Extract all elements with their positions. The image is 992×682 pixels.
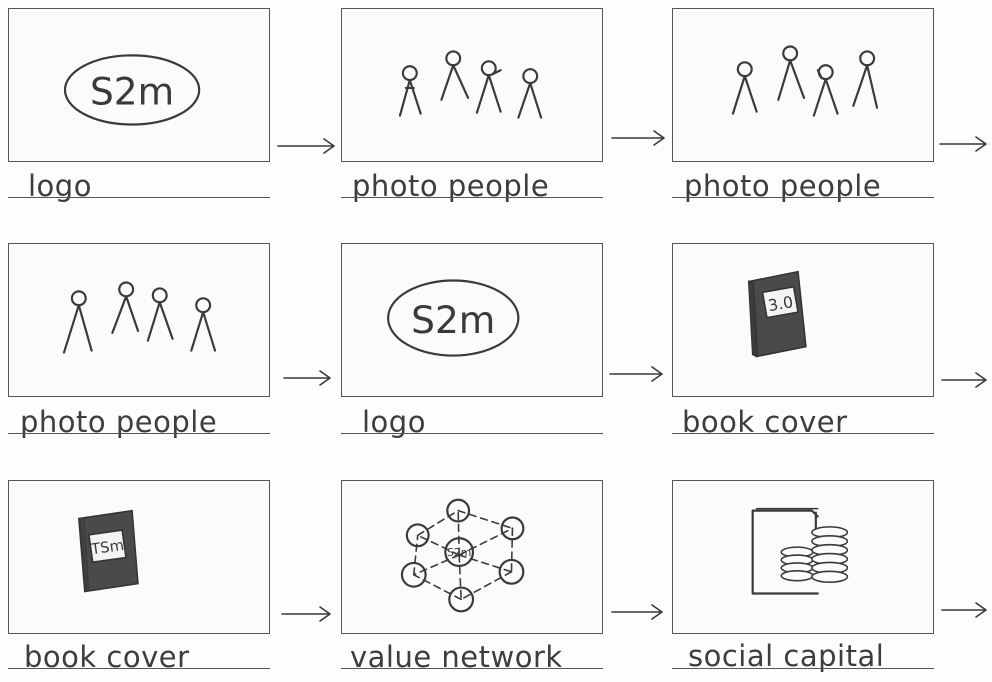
panel-4-caption-line	[8, 433, 270, 434]
panel-8-caption: value network	[350, 640, 563, 674]
arrow-right-icon	[611, 604, 663, 620]
storyboard-panel-6: 3.0	[672, 243, 934, 397]
arrow-right-icon	[277, 138, 335, 154]
coins-document-sketch	[751, 507, 849, 595]
panel-7-caption-line	[8, 668, 270, 669]
logo-sketch: S2m	[63, 54, 201, 126]
storyboard-panel-5: S2m	[341, 243, 603, 397]
logo-text: S2m	[90, 70, 174, 114]
arrow-right-icon	[283, 370, 331, 386]
arrow-right-icon	[609, 366, 663, 382]
book-cover-text: TSm	[89, 537, 125, 559]
storyboard-panel-2	[341, 8, 603, 162]
people-sketch	[731, 45, 879, 117]
storyboard-panel-1: S2m	[8, 8, 270, 162]
book-cover-text: 3.0	[767, 292, 795, 315]
panel-1-caption-line	[8, 197, 270, 198]
panel-2-caption: photo people	[352, 169, 550, 203]
arrow-right-icon	[611, 130, 665, 146]
panel-3-caption: photo people	[684, 169, 882, 203]
panel-2-caption-line	[341, 197, 603, 198]
panel-5-caption: logo	[362, 405, 426, 439]
storyboard-panel-7: TSm	[8, 480, 270, 634]
logo-sketch: S2m	[387, 279, 520, 357]
arrow-right-icon	[939, 136, 987, 152]
panel-6-caption-line	[672, 433, 934, 434]
network-hub-text: S2m	[447, 546, 471, 559]
storyboard-panel-9	[672, 480, 934, 634]
logo-text: S2m	[411, 298, 495, 342]
panel-4-caption: photo people	[20, 405, 218, 439]
people-sketch	[62, 281, 217, 354]
panel-5-caption-line	[341, 433, 603, 434]
panel-6-caption: book cover	[682, 405, 848, 439]
storyboard-panel-4	[8, 243, 270, 397]
arrow-right-icon	[941, 372, 987, 388]
panel-1-caption: logo	[28, 169, 92, 203]
people-sketch	[398, 50, 543, 119]
panel-7-caption: book cover	[24, 640, 190, 674]
arrow-right-icon	[281, 606, 331, 622]
panel-8-caption-line	[341, 668, 603, 669]
storyboard-panel-8: S2m	[341, 480, 603, 634]
book-icon: 3.0	[747, 270, 807, 358]
storyboard-panel-3	[672, 8, 934, 162]
network-sketch: S2m	[400, 498, 525, 613]
panel-3-caption-line	[672, 197, 934, 198]
panel-9-caption: social capital	[688, 639, 885, 673]
arrow-right-icon	[941, 602, 987, 618]
panel-9-caption-line	[672, 668, 934, 669]
book-icon: TSm	[77, 509, 139, 593]
